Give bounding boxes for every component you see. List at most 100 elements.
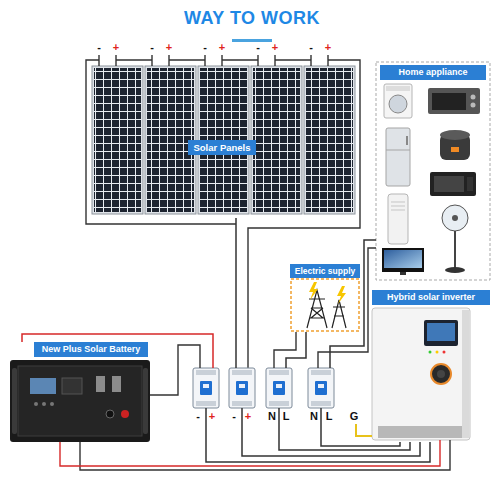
breaker-body	[318, 384, 324, 388]
battery-body	[30, 378, 56, 394]
breaker-body	[273, 381, 285, 395]
breaker-body	[311, 401, 331, 406]
hybrid-inverter: Hybrid solar inverter	[372, 290, 492, 442]
lightning-bolt	[309, 282, 346, 304]
terminal-label: L	[281, 410, 291, 423]
microwave	[467, 177, 473, 191]
power-tower	[332, 300, 346, 328]
grid-frame	[291, 279, 359, 331]
solar-panel	[147, 68, 194, 212]
battery-body	[34, 402, 38, 406]
circuit-breaker: NLG	[308, 368, 334, 408]
standing-fan	[454, 231, 456, 268]
breaker-body	[315, 381, 327, 395]
breaker-body	[193, 368, 219, 408]
lightning-bolt	[337, 286, 346, 304]
solar-panel	[92, 66, 143, 214]
rice-cooker	[451, 147, 459, 152]
breaker-body	[196, 370, 216, 375]
oven	[428, 88, 480, 114]
diagram-title: WAY TO WORK	[0, 8, 504, 29]
battery-body	[143, 368, 148, 434]
polarity-label: -	[94, 41, 104, 54]
breaker-body	[266, 368, 292, 408]
microwave	[430, 172, 476, 196]
battery-body	[112, 376, 121, 392]
television	[400, 272, 406, 275]
polarity-label: +	[217, 41, 227, 54]
breaker-body	[232, 370, 252, 375]
washing-machine	[386, 86, 410, 91]
breaker-body	[308, 368, 334, 408]
oven	[471, 95, 476, 100]
battery-body	[121, 410, 129, 418]
battery-body	[12, 368, 17, 434]
terminal-label: N	[267, 410, 277, 423]
battery-body	[18, 366, 142, 436]
wire-connector	[242, 408, 420, 456]
solar-panel	[253, 68, 300, 212]
television	[382, 248, 424, 272]
panel-wire	[99, 55, 328, 66]
washing-machine	[384, 84, 412, 118]
terminal-label: G	[349, 410, 359, 423]
solar-panel	[251, 66, 302, 214]
solar-panel	[304, 66, 355, 214]
inverter-body	[372, 308, 470, 440]
power-tower	[307, 290, 327, 328]
oven	[471, 103, 476, 108]
breaker-body	[232, 401, 252, 406]
breaker-body	[308, 368, 334, 408]
grid-supply: Electric supply	[290, 264, 360, 332]
wire-connector	[330, 240, 376, 368]
breaker-body	[229, 368, 255, 408]
washing-machine	[384, 84, 412, 118]
solar-panel	[94, 68, 141, 212]
battery-body	[106, 410, 114, 418]
breaker-body	[311, 370, 331, 375]
terminal-label: -	[229, 410, 239, 423]
circuit-breaker: NL	[266, 368, 292, 408]
breaker-body	[203, 384, 209, 388]
refrigerator	[406, 136, 408, 145]
solar-panel-array: Solar Panels	[90, 64, 358, 218]
breaker-body	[193, 368, 219, 408]
battery-body	[62, 378, 82, 394]
air-conditioner	[391, 202, 405, 210]
inverter-body	[427, 323, 455, 341]
polarity-label: -	[306, 41, 316, 54]
standing-fan	[452, 215, 458, 221]
panel-wire	[116, 59, 311, 60]
node-heading: Solar Panels	[188, 140, 256, 155]
polarity-label: +	[270, 41, 280, 54]
oven	[428, 88, 480, 114]
breaker-body	[269, 401, 289, 406]
air-conditioner	[388, 194, 408, 244]
wire-connector	[206, 408, 430, 462]
node-heading: Hybrid solar inverter	[372, 290, 490, 305]
inverter-body	[462, 310, 469, 438]
solar-panel	[304, 66, 355, 214]
breaker-body	[239, 384, 245, 388]
polarity-label: +	[164, 41, 174, 54]
wire-connector	[286, 332, 306, 368]
panel-wire	[248, 60, 360, 368]
battery-body	[96, 376, 105, 392]
inverter-body	[443, 351, 446, 354]
node-heading: Electric supply	[290, 264, 360, 278]
breaker-body	[200, 381, 212, 395]
washing-machine	[389, 95, 407, 113]
terminal-label: N	[309, 410, 319, 423]
title-underline	[232, 39, 272, 42]
lightning-bolt	[309, 282, 318, 300]
television	[382, 248, 424, 275]
standing-fan	[445, 267, 465, 273]
inverter-body	[378, 426, 462, 438]
circuit-breaker: -+	[193, 368, 219, 408]
panel-wire	[86, 55, 360, 368]
appliance-group: Home appliance	[376, 62, 490, 280]
microwave	[430, 172, 476, 196]
battery-body	[10, 360, 150, 442]
standing-fan	[442, 205, 468, 231]
